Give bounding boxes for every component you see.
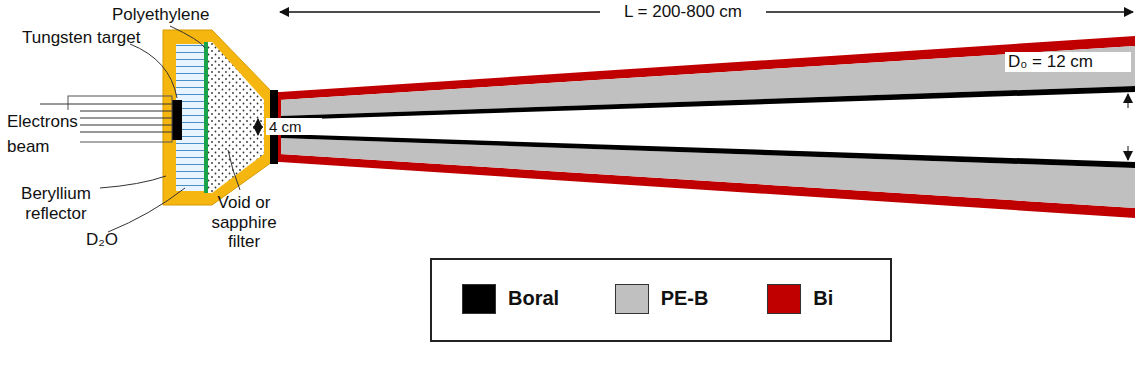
beryllium-reflector (163, 30, 272, 205)
part-label: Polyethylene (112, 5, 222, 25)
part-label: Tungsten target (22, 28, 152, 48)
polyethylene-layer (204, 42, 208, 193)
legend-swatch (615, 284, 649, 314)
exit-dimension (1128, 146, 1129, 160)
part-label: Beryllium reflector (8, 184, 104, 223)
legend-text: PE-B (661, 284, 709, 312)
aperture-dimension (258, 119, 259, 135)
tungsten-target (172, 100, 182, 140)
part-label: D₂O (82, 230, 122, 250)
beam-label: Electrons beam (4, 110, 80, 159)
legend-text: Bi (813, 284, 833, 312)
legend-swatch (462, 284, 496, 314)
boral-plate (270, 134, 278, 164)
legend-box: Boral PE-B Bi (430, 258, 892, 342)
legend-swatch (767, 284, 801, 314)
dimension-label: 4 cm (266, 118, 322, 135)
beam-pipe (68, 96, 172, 142)
bi-edge (278, 92, 281, 120)
boral-liner (280, 86, 1135, 120)
void-filter-region (208, 42, 264, 193)
dimension-label: D₀ = 12 cm (1005, 52, 1131, 72)
boral-plate (270, 90, 278, 120)
bi-edge (278, 134, 281, 162)
exit-dimension (1128, 94, 1129, 108)
part-label: Void or sapphire filter (198, 193, 290, 252)
legend-text: Boral (508, 284, 559, 312)
length-label: L = 200-800 cm (600, 2, 766, 22)
boral-liner (280, 134, 1135, 168)
